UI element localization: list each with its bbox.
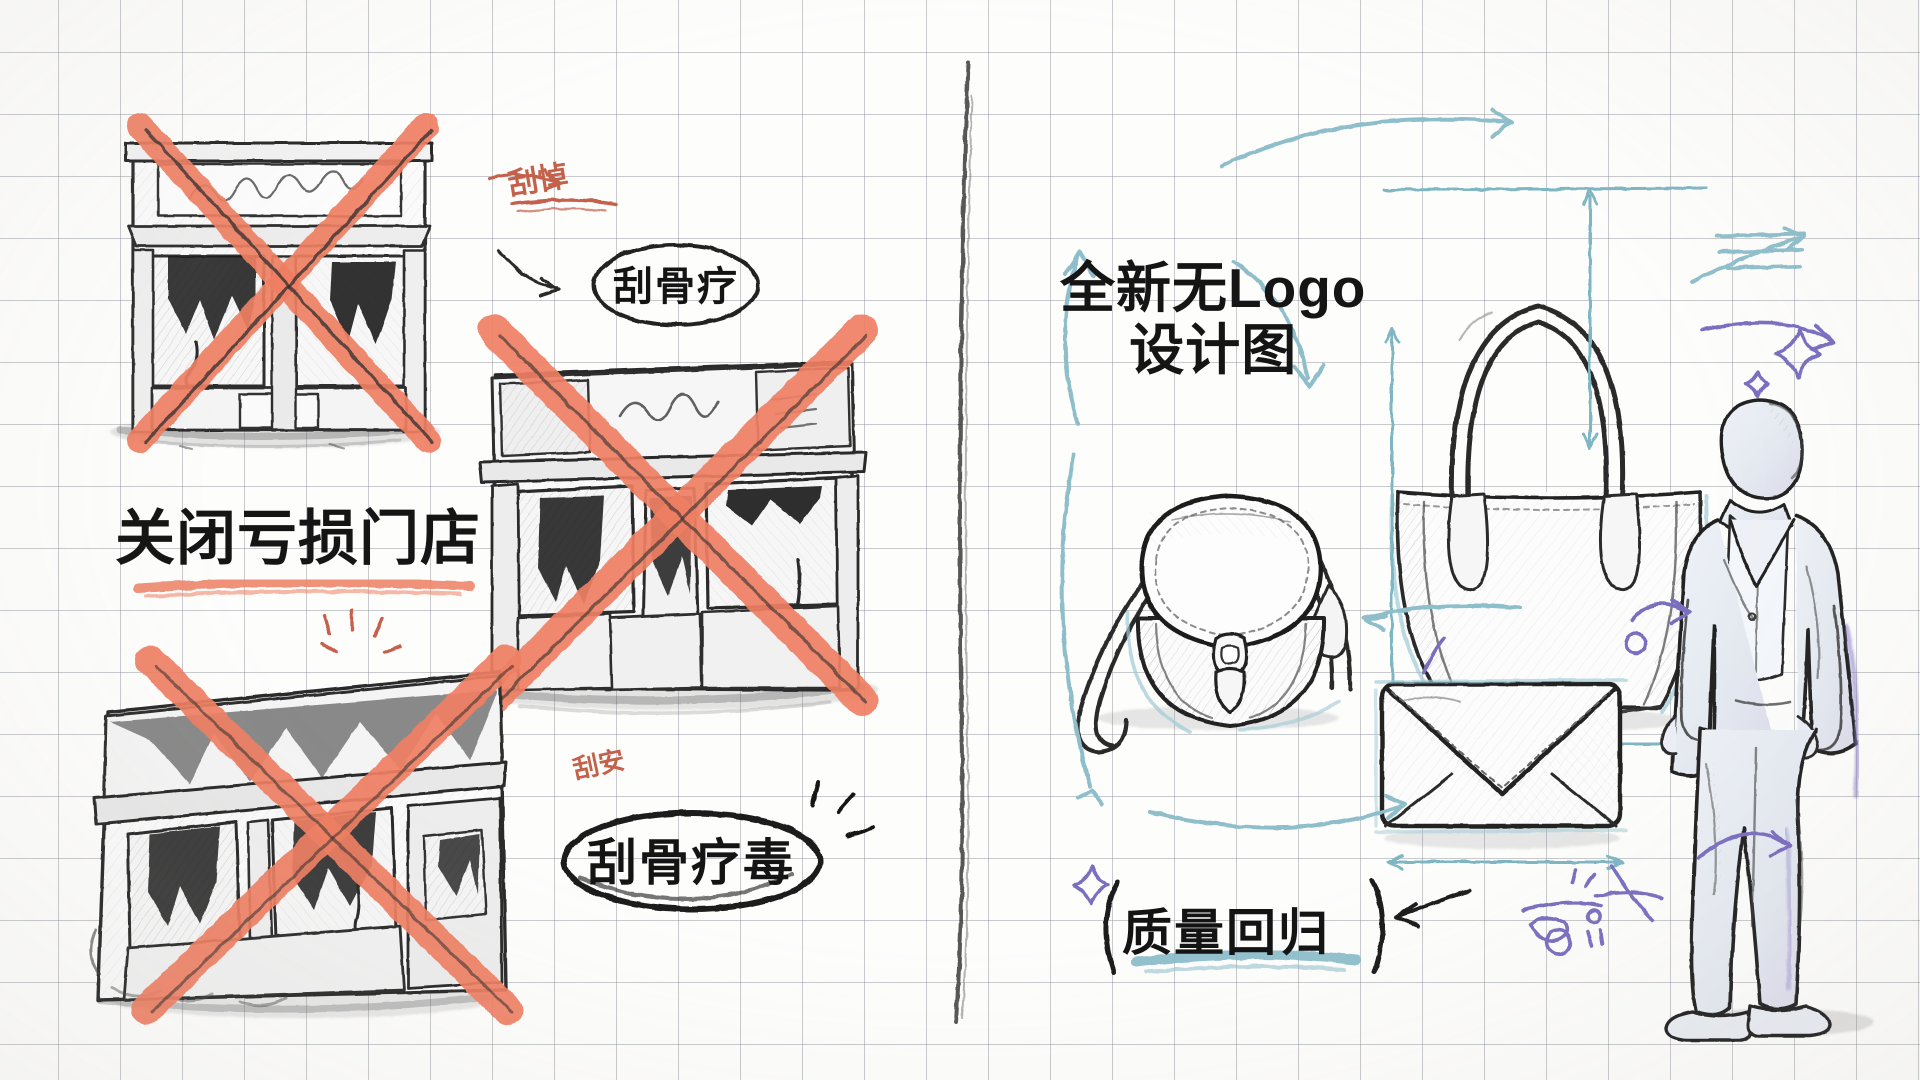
- sketch-tote-bag: [1389, 303, 1709, 732]
- sketch-man-in-suit: [1660, 398, 1874, 1042]
- title-underline-left: [133, 577, 475, 598]
- spark-marks-bubble: [810, 780, 874, 838]
- callout-arrow: [1394, 888, 1472, 928]
- dimension-lines-clutch: [1386, 854, 1624, 871]
- spark-marks-left: [320, 608, 402, 654]
- arrow-to-bubble-top: [488, 172, 562, 192]
- arrow-bubble-pointer: [496, 248, 560, 298]
- cross-mark-storefront-1: [127, 113, 441, 453]
- page-title-right: 全新无Logo 设计图: [1060, 257, 1367, 381]
- page-title-right-line2: 设计图: [1129, 318, 1298, 381]
- underline-handwritten-1: [510, 198, 618, 214]
- flow-arrows-teal: [1060, 108, 1806, 830]
- sketch-saddle-bag: [1075, 493, 1353, 755]
- sparkle-icons: [1072, 328, 1822, 906]
- callout-quality-return: 质量回归: [1122, 905, 1330, 961]
- callout-bracket: [1103, 877, 1385, 975]
- page-title-right-line1: 全新无Logo: [1060, 257, 1367, 319]
- handwritten-note-1: 刮悼: [505, 158, 571, 203]
- cross-mark-storefront-2: [476, 314, 878, 716]
- bubble-oval-bottom-inner: [578, 872, 794, 902]
- callout-bubble-top: 刮骨疗: [613, 265, 739, 309]
- sketch-envelope-clutch: [1374, 678, 1628, 849]
- callout-underline: [1131, 949, 1361, 974]
- cross-mark-storefront-3: [131, 645, 523, 1025]
- purple-annotations: [1422, 321, 1836, 956]
- callout-bubble-bottom: 刮骨疗毒: [587, 835, 795, 891]
- page-title-left: 关闭亏损门店: [115, 505, 481, 572]
- bubble-oval-top: [592, 243, 760, 327]
- divider-line: [954, 60, 973, 1024]
- bubble-oval-bottom: [561, 810, 823, 912]
